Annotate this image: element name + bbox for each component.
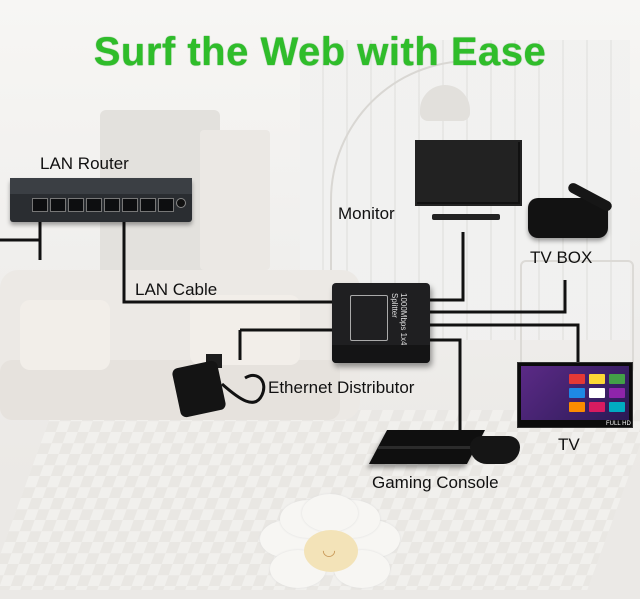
monitor-stand	[432, 214, 500, 220]
label-tv-box: TV BOX	[530, 248, 593, 267]
background-lamp-shade	[420, 85, 470, 121]
distributor-print-text: 1000Mbps 1x4 Splitter	[390, 293, 408, 346]
flower-rug-decoration	[260, 494, 400, 590]
monitor-neck	[415, 140, 518, 202]
diagram-title: Surf the Web with Ease	[93, 30, 547, 74]
label-gaming-console: Gaming Console	[372, 473, 499, 492]
background-pillow	[20, 300, 110, 370]
background-sofa-seat	[0, 360, 340, 420]
label-lan-cable: LAN Cable	[135, 280, 218, 299]
label-tv: TV	[558, 435, 580, 454]
gamepad-controller	[470, 436, 520, 464]
label-monitor: Monitor	[338, 204, 395, 223]
lan-router-device	[10, 178, 192, 222]
label-lan-router: LAN Router	[40, 154, 129, 173]
label-ethernet-distributor: Ethernet Distributor	[268, 378, 415, 397]
power-adapter-device	[171, 359, 227, 419]
ethernet-distributor-device: 1000Mbps 1x4 Splitter	[332, 283, 430, 363]
port-diagram-icon	[350, 295, 388, 341]
background-art-panel	[200, 130, 270, 270]
gaming-console-device	[368, 430, 486, 464]
tv-full-hd-badge: FULL HD	[606, 421, 631, 427]
tv-device: FULL HD	[517, 362, 633, 428]
